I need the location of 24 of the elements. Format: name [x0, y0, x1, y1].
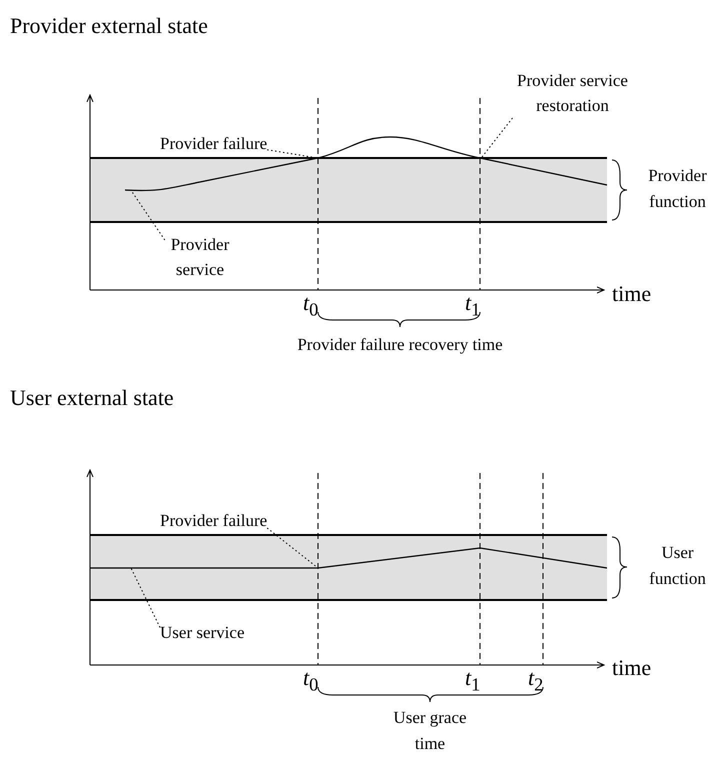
leader-label: User service	[160, 620, 244, 645]
leader-line	[266, 528, 318, 568]
brace-label: User function	[648, 542, 707, 590]
state-curve	[90, 547, 608, 569]
leader-label: Provider service	[160, 232, 240, 282]
axis-label: time	[612, 280, 652, 308]
leader-line	[130, 568, 160, 628]
tick-label: t$_{0}$	[303, 289, 320, 322]
leader-label: Provider failure	[160, 131, 268, 156]
leader-line	[480, 118, 513, 159]
brace-label: User grace time	[392, 707, 468, 755]
brace-label: Provider failure recovery time	[296, 334, 504, 356]
leader-label: Provider service restoration	[510, 68, 635, 118]
tick-label: t$_{0}$	[303, 664, 320, 696]
brace-label: Provider function	[647, 165, 708, 213]
tick-label: t$_{1}$	[465, 289, 482, 322]
axis-title: Provider external state	[10, 12, 209, 40]
leader-line	[130, 190, 166, 240]
state-curve	[124, 136, 608, 192]
tick-label: t$_{2}$	[528, 664, 544, 696]
leader-label: Provider failure	[160, 508, 268, 533]
axis-title: User external state	[10, 384, 175, 412]
axis-label: time	[612, 654, 652, 682]
tick-label: t$_{1}$	[465, 664, 482, 696]
